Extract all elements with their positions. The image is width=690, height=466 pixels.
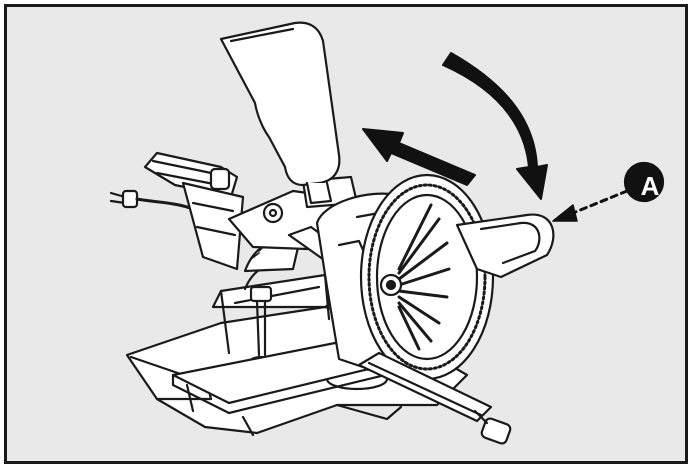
- callout-label-a: A: [640, 171, 660, 201]
- dashed-pointer-arrow-icon: [552, 189, 629, 222]
- right-rail-and-knob: [357, 351, 512, 445]
- diagram-frame: A: [4, 4, 688, 464]
- saw-blade: [359, 173, 495, 381]
- miter-saw-illustration: [109, 21, 665, 445]
- rear-rail-assembly: [143, 151, 245, 271]
- vertical-handle: [219, 21, 341, 205]
- callout-circle: [623, 161, 665, 203]
- rotation-arrow-icon: [442, 52, 548, 200]
- front-handle: [455, 213, 555, 279]
- direction-arrow-icon: [362, 128, 476, 186]
